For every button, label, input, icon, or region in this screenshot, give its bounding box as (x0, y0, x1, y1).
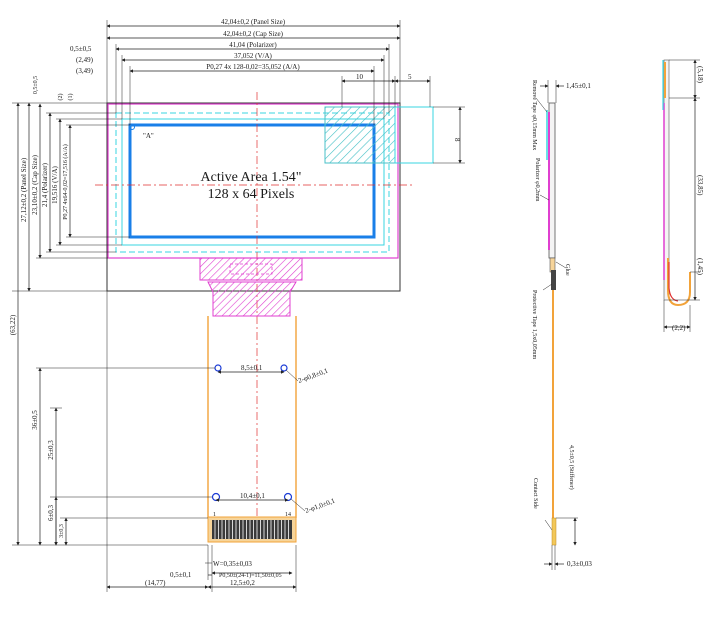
viewing-area (121, 118, 385, 246)
dim-panel-size: 42,04±0,2 (Panel Size) (221, 18, 286, 26)
dim-polarizer: 41,04 (Polarizer) (229, 41, 277, 49)
hole-lower-right (283, 492, 293, 502)
hole-label-2: 2-φ1,0±0,1 (304, 497, 337, 515)
vdim-cap: 23,10±0,2 (Cap Size) (31, 154, 39, 215)
vdim-va: 19,516 (V/A) (51, 165, 59, 203)
dim-0-5-bottom: 0,5±0,1 (170, 571, 192, 579)
pin-1-label: 1 (213, 512, 216, 518)
side-polarizer: Polarizer φ0,2mm (534, 158, 540, 202)
contact-fingers (212, 520, 292, 539)
side-thickness: 1,45±0,1 (566, 82, 591, 90)
side-contact-side: Contact Side (532, 478, 538, 509)
side-protective-tape-label: Protective Tape 1,5x0,05mm (531, 290, 537, 359)
pitch-label: P0,50±(24-1)=11,50±0,05 (219, 572, 282, 579)
bend-dim-33-85: (33,85) (696, 175, 704, 196)
fpc-neck (207, 281, 297, 317)
bend-view: (5,18) (33,85) (1,45) (2,2) (662, 59, 704, 332)
bend-fpc-red (668, 262, 679, 302)
w-label: W=0,35±0,03 (213, 560, 252, 568)
bend-dim-2-2: (2,2) (672, 324, 686, 332)
side-stiffener (551, 517, 557, 546)
front-view: "A" Active Area 1.54" 128 x 64 Pixels (9, 18, 465, 592)
dim-2-49: (2,49) (76, 56, 94, 64)
dim-8: 8 (453, 138, 461, 142)
dim-10: 10 (356, 73, 364, 81)
vdim-polarizer: 21,4 (Polarizer) (41, 162, 49, 207)
active-area-title: Active Area 1.54" (201, 170, 302, 185)
hole-upper-left (214, 364, 222, 372)
side-fpc-thickness: 0,3±0,03 (567, 560, 592, 568)
hole-spacing-1: 8,5±0,1 (241, 364, 263, 372)
point-a-label: "A" (143, 132, 154, 140)
finger-lines (214, 520, 289, 539)
dim-0-5: 0,5±0,5 (70, 45, 92, 53)
active-area (128, 123, 376, 239)
bottom-dimensions: W=0,35±0,03 0,5±0,1 P0,50±(24-1)=11,50±0… (106, 291, 297, 592)
vdim-panel: 27,12±0,2 (Panel Size) (20, 157, 28, 222)
dim-va: 37,052 (V/A) (234, 52, 272, 60)
vdim-3: 3±0,3 (59, 524, 65, 538)
dim-5: 5 (408, 73, 412, 81)
dim-aa: P0,27 4x 128-0,02=35,052 (A/A) (206, 63, 300, 71)
side-remove-tape: Remove Tape φ0,15mm Max (531, 80, 537, 150)
hole-spacing-2: 10,4±0,1 (240, 492, 265, 500)
hole-dimensions: 8,5±0,1 2-φ0,8±0,1 10,4±0,1 2-φ1,0±0,1 (215, 364, 337, 515)
hatched-corner-zone (324, 106, 396, 164)
vdim-total: (63,22) (9, 314, 17, 335)
vdim-aa: P0,27 4x64-0,02=17,516 (A/A) (62, 144, 69, 220)
side-glue-label: Glue (564, 264, 570, 276)
side-glue (549, 257, 556, 273)
left-dimensions: (63,22) 27,12±0,2 (Panel Size) 23,10±0,2… (9, 76, 215, 546)
side-stiffener-label: 4,5±0,5 (Stiffener) (568, 445, 575, 490)
dim-14-77: (14,77) (145, 579, 166, 587)
pin-14-label: 14 (285, 512, 291, 518)
bend-dim-1-45: (1,45) (696, 258, 704, 276)
dim-12-5: 12,5±0,2 (230, 579, 255, 587)
vdim-6: 6±0,3 (47, 504, 55, 521)
hole-label-1: 2-φ0,8±0,1 (297, 367, 330, 385)
side-view: 1,45±0,1 Remove Tape φ0,15mm Max Polariz… (531, 80, 592, 570)
vdim-1: (1) (67, 94, 74, 101)
bend-dim-5-18: (5,18) (696, 66, 704, 84)
point-a-marker (129, 124, 135, 130)
polarizer-outline (115, 112, 390, 253)
top-dimensions: 42,04±0,2 (Panel Size) 42,04±0,2 (Cap Si… (70, 18, 465, 164)
side-protective-tape (551, 270, 556, 290)
fpc-bond-inner (229, 263, 273, 275)
dim-3-49: (3,49) (76, 67, 94, 75)
fpc-bond-area (199, 257, 303, 281)
dim-cap-size: 42,04±0,2 (Cap Size) (223, 30, 284, 38)
vdim-0-5: 0,5±0,5 (33, 76, 39, 94)
hole-lower-left (211, 492, 221, 502)
vdim-36: 36±0,5 (31, 410, 39, 430)
bend-fpc (667, 258, 691, 307)
vdim-25: 25±0,3 (47, 440, 55, 460)
corner-detail-box (394, 106, 434, 164)
pixels-label: 128 x 64 Pixels (208, 187, 295, 202)
vdim-2: (2) (57, 94, 64, 101)
